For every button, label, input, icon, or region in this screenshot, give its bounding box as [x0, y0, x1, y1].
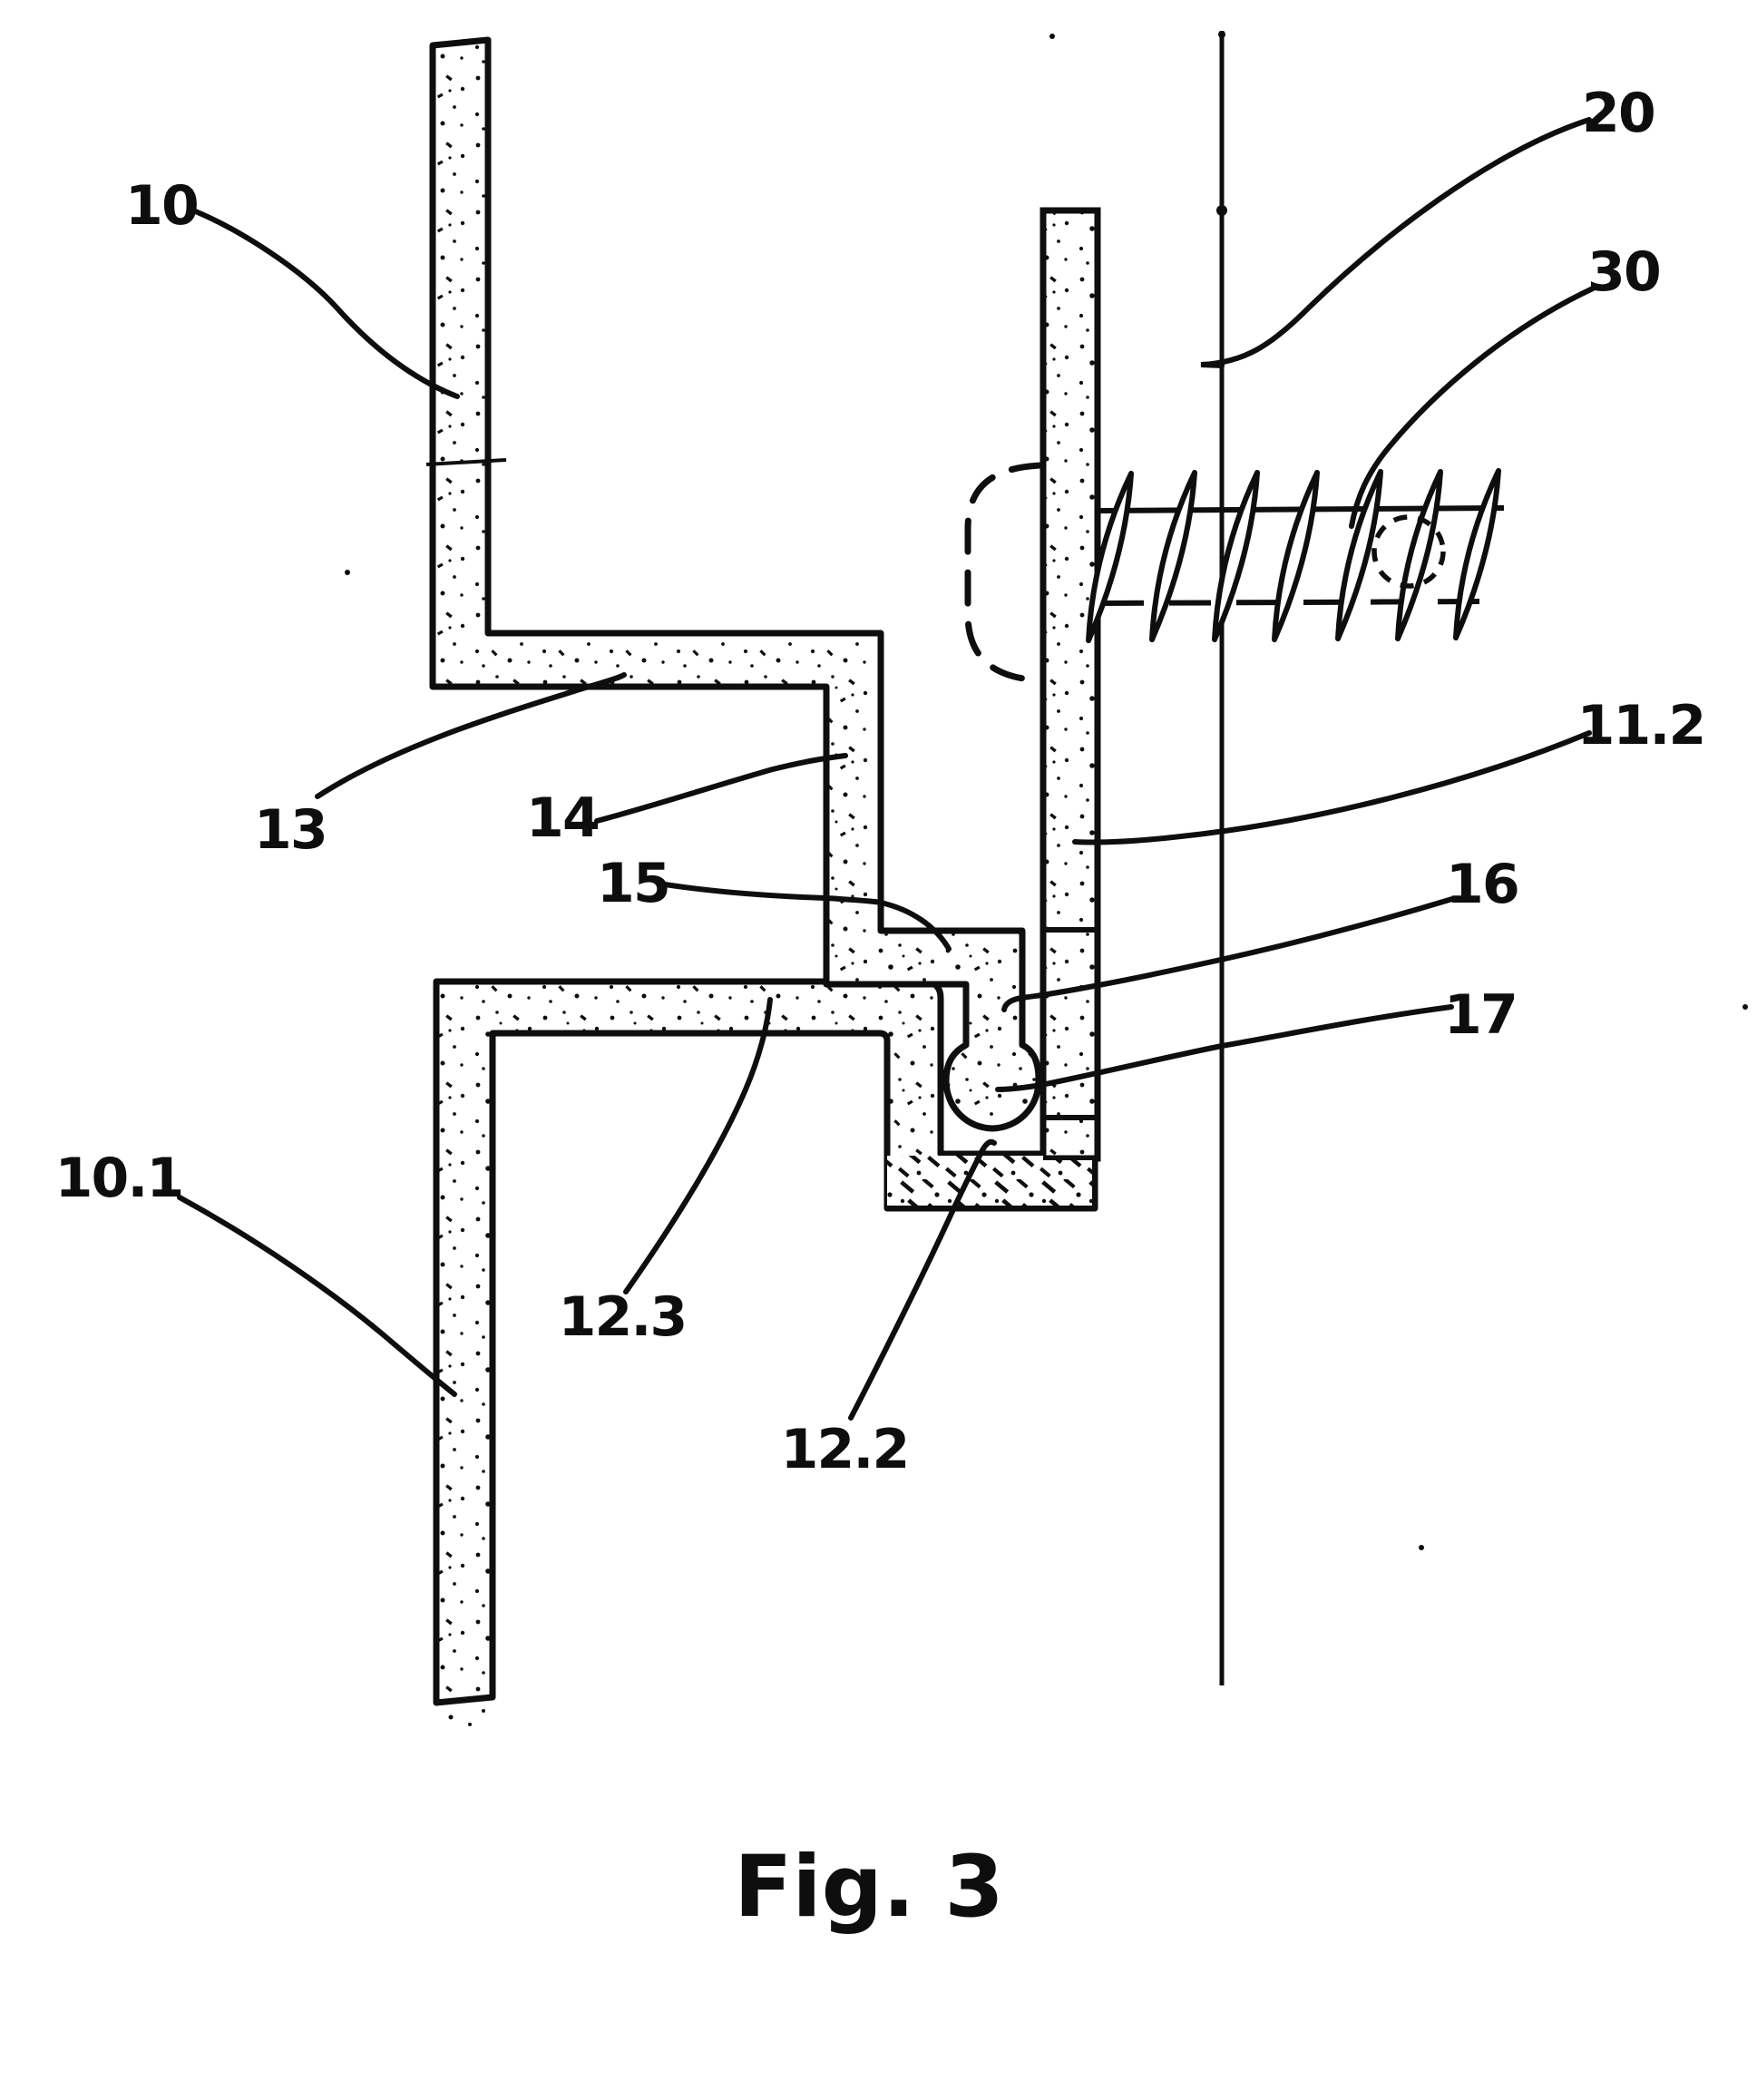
leader-11-2	[1072, 730, 1592, 845]
screw	[1086, 468, 1505, 643]
label-12-2: 12.2	[781, 1418, 909, 1481]
label-10: 10	[125, 174, 198, 238]
label-13: 13	[254, 798, 327, 862]
mounting-profile	[1040, 207, 1101, 1162]
label-10-1: 10.1	[55, 1147, 183, 1210]
wall-line-top-dot	[1218, 31, 1225, 38]
label-15: 15	[597, 852, 669, 915]
leader-14	[594, 753, 848, 824]
label-11-2: 11.2	[1577, 694, 1705, 757]
leader-lines	[177, 117, 1596, 1421]
leader-16	[1001, 896, 1455, 1012]
leader-12-2	[848, 1138, 997, 1421]
reference-labels: 10 20 30 13 14 15 16 17 11.2 10.1 12.3 1…	[55, 82, 1707, 1481]
upper-panel-profile	[429, 36, 1042, 1132]
screw-tip-dashed-circle	[1371, 514, 1446, 589]
clamp-brace-dashed	[964, 462, 1046, 684]
leader-13	[315, 672, 627, 799]
screw-threads	[1086, 468, 1501, 643]
leader-10-1	[177, 1195, 457, 1397]
figure-caption: Fig. 3	[734, 1838, 1004, 1937]
label-17: 17	[1444, 983, 1517, 1047]
label-14: 14	[526, 786, 599, 850]
leader-15	[662, 882, 952, 952]
leader-12-3	[623, 997, 773, 1294]
label-12-3: 12.3	[559, 1285, 687, 1349]
leader-30	[1349, 286, 1596, 529]
panel-break-tick	[425, 458, 507, 466]
channel-bottom-web	[887, 1156, 1092, 1206]
leader-17	[995, 1004, 1454, 1092]
wall-line-marker-dot	[1216, 205, 1227, 216]
label-16: 16	[1446, 853, 1518, 916]
label-30: 30	[1587, 240, 1660, 304]
leader-20	[1200, 117, 1592, 368]
label-20: 20	[1582, 82, 1655, 145]
scan-specks	[345, 34, 1748, 1726]
leader-10	[190, 208, 460, 399]
